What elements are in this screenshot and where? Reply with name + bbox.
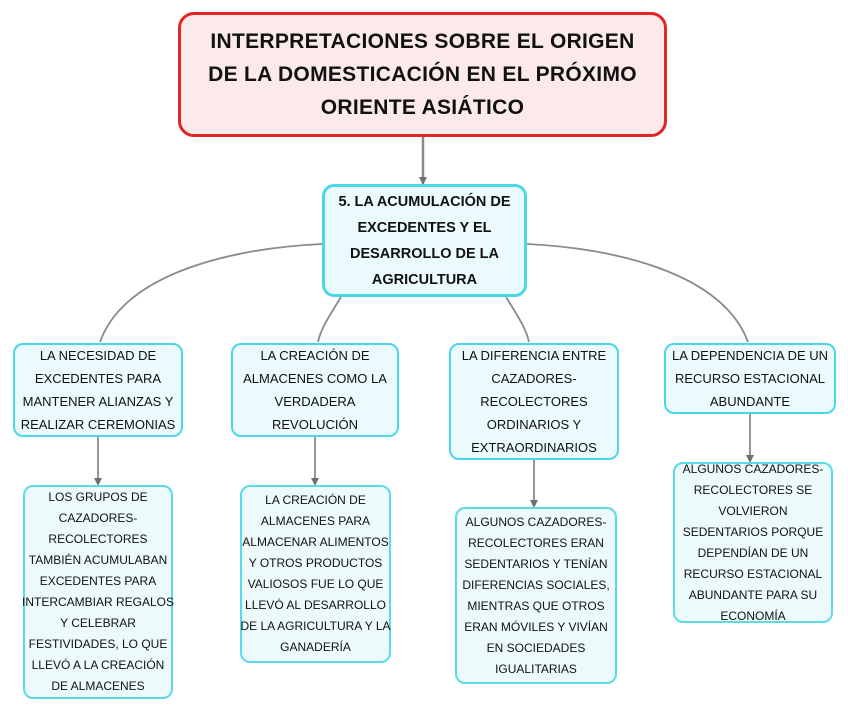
diagram-title: INTERPRETACIONES SOBRE EL ORIGEN DE LA D… <box>178 12 667 137</box>
branch-header-dependencia-recurso[interactable]: LA DEPENDENCIA DE UN RECURSO ESTACIONAL … <box>664 343 836 414</box>
branch-detail-necesidad-excedentes[interactable]: LOS GRUPOS DE CAZADORES- RECOLECTORES TA… <box>22 485 174 699</box>
branch-detail-dependencia-recurso[interactable]: ALGUNOS CAZADORES- RECOLECTORES SE VOLVI… <box>673 462 833 623</box>
branch-detail-diferencia-cazadores[interactable]: ALGUNOS CAZADORES- RECOLECTORES ERAN SED… <box>455 507 617 684</box>
central-topic-node[interactable]: 5. LA ACUMULACIÓN DE EXCEDENTES Y EL DES… <box>322 184 527 297</box>
branch-header-creacion-almacenes[interactable]: LA CREACIÓN DE ALMACENES COMO LA VERDADE… <box>231 343 399 437</box>
branch-header-diferencia-cazadores[interactable]: LA DIFERENCIA ENTRE CAZADORES- RECOLECTO… <box>449 343 619 460</box>
branch-detail-creacion-almacenes[interactable]: LA CREACIÓN DE ALMACENES PARA ALMACENAR … <box>240 485 391 663</box>
branch-header-necesidad-excedentes[interactable]: LA NECESIDAD DE EXCEDENTES PARA MANTENER… <box>13 343 183 437</box>
